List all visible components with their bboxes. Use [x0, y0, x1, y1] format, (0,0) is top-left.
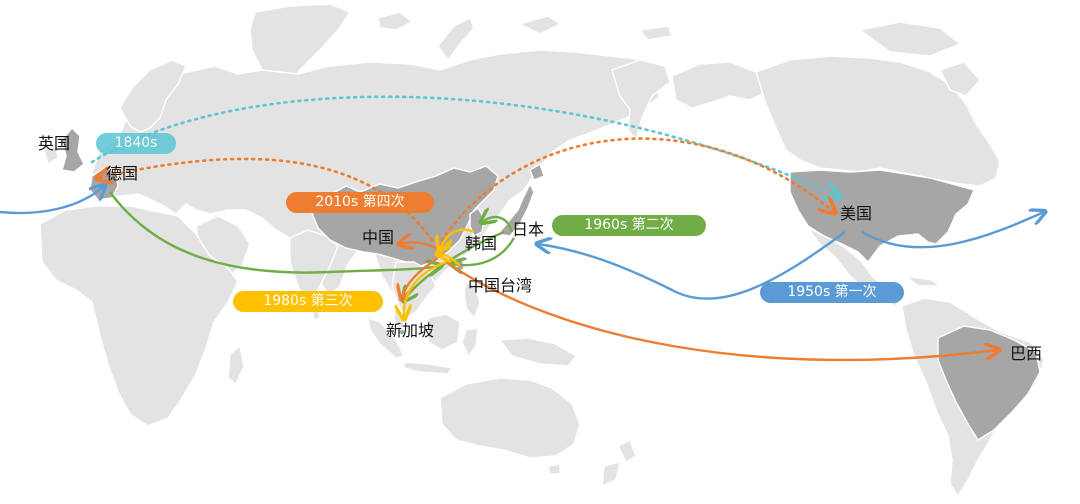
singapore [398, 328, 406, 336]
label-china: 中国 [362, 228, 395, 247]
arrow-1960s-germany-to-asia [109, 191, 440, 273]
canada [755, 55, 1001, 187]
great-britain [61, 126, 85, 173]
label-korea: 韩国 [465, 234, 498, 253]
australia [439, 377, 581, 459]
label-taiwan: 中国台湾 [468, 276, 533, 295]
new-zealand-s [601, 461, 621, 488]
sulawesi [461, 327, 479, 358]
japan [496, 182, 535, 237]
severnaya-zemlya [518, 15, 562, 35]
arrow-1980s-taiwan-to-china [438, 254, 461, 267]
svalbard [377, 11, 414, 31]
borneo [427, 313, 461, 351]
arrow-2010s-to-indochina [402, 257, 439, 298]
arrow-1840s-uk-to-usa [90, 95, 838, 196]
new-siberian-islands [638, 25, 673, 41]
label-usa: 美国 [840, 204, 873, 223]
tasmania [547, 463, 561, 475]
migration-arrows [0, 95, 1044, 362]
scandinavia [119, 59, 187, 133]
label-germany: 德国 [106, 164, 139, 183]
eurasia [91, 49, 667, 301]
wave-1950s-label: 1950s 第一次 [760, 282, 904, 303]
label-uk: 英国 [38, 134, 71, 153]
arrow-2010s-china-to-germany [98, 157, 434, 242]
java [403, 361, 454, 375]
usa [789, 169, 975, 264]
kamchatka [611, 59, 671, 142]
hokkaido [529, 162, 545, 181]
landmasses [39, 3, 1045, 498]
sumatra [367, 316, 406, 359]
wave-1960s-label: 1960s 第二次 [552, 215, 706, 236]
wave-2010s-label: 2010s 第四次 [286, 192, 434, 213]
baffin [939, 61, 981, 97]
label-brazil: 巴西 [1010, 344, 1043, 363]
wave-1980s-label: 1980s 第三次 [233, 291, 383, 312]
new-guinea [498, 337, 578, 367]
novaya-zemlya [437, 17, 475, 62]
label-singapore: 新加坡 [386, 321, 435, 340]
wave-1840s-label: 1840s [96, 133, 176, 154]
cuba [903, 274, 943, 287]
india [289, 229, 339, 306]
alaska [671, 61, 767, 109]
greenland [249, 3, 352, 93]
new-zealand-n [617, 439, 637, 463]
arrow-1950s-usa-to-east [861, 212, 1044, 249]
arrow-1950s-usa-to-japan [538, 231, 846, 300]
label-japan: 日本 [512, 220, 545, 239]
madagascar [227, 344, 245, 386]
arrow-2010s-china-to-usa [436, 137, 834, 248]
arrow-1980s-to-singapore [404, 260, 447, 318]
arrow-1960s-japan-to-korea [482, 217, 514, 233]
ireland [43, 145, 59, 166]
africa [39, 205, 239, 427]
arrow-2010s-china-to-brazil [445, 261, 998, 362]
arrow-1950s-into-germany [0, 186, 104, 215]
canadian-arctic [858, 21, 962, 57]
philippines [463, 280, 481, 320]
